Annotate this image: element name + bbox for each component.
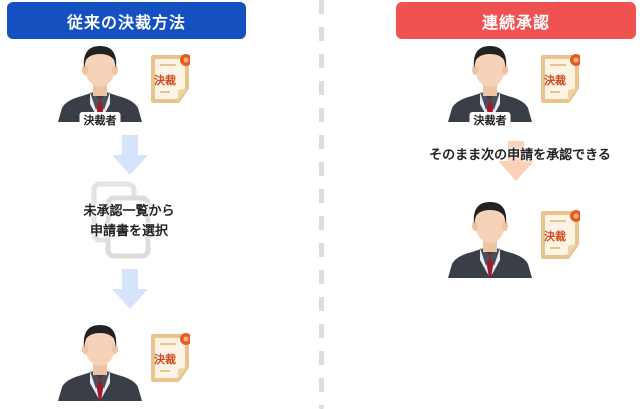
approver-figure-bottom [54,321,146,401]
continuous-approval-header: 連続承認 [396,2,636,39]
approver-label: 決裁者 [79,112,121,128]
document-label: 決裁 [154,74,176,87]
document-list-icon [91,181,151,259]
step-caption-right: そのまま次の申請を承認できる [429,148,611,163]
person-icon [54,321,146,401]
step-caption-line1: 未承認一覧から [83,204,175,219]
approval-document-top: 決裁 [150,54,190,104]
approval-document-bottom-right: 決裁 [540,210,580,260]
document-label: 決裁 [154,353,176,366]
person-icon [444,42,536,122]
approver-figure-bottom-right [444,198,536,278]
step-caption: 未承認一覧から 申請書を選択 [70,202,188,242]
document-label: 決裁 [544,74,566,87]
approver-figure-top: 決裁者 [54,42,146,128]
approval-document-bottom: 決裁 [150,333,190,383]
approver-figure-top-right: 決裁者 [444,42,536,128]
approver-label: 決裁者 [469,112,511,128]
arrow-down-icon [110,268,150,310]
step-caption-line2: 申請書を選択 [89,224,168,239]
document-label: 決裁 [544,230,566,243]
dashed-divider [319,0,324,409]
traditional-method-header: 従来の決裁方法 [7,2,246,39]
approval-document-top-right: 決裁 [540,54,580,104]
person-icon [444,198,536,278]
arrow-down-icon [110,134,150,176]
person-icon [54,42,146,122]
